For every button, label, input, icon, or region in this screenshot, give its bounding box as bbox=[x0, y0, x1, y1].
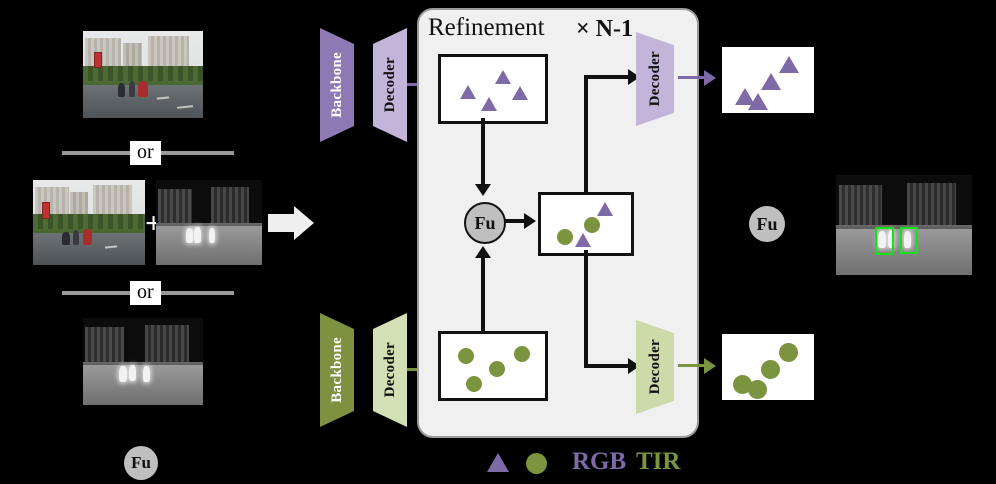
input-tir-image-bottom bbox=[83, 318, 203, 405]
fusion-node-output: Fu bbox=[749, 206, 785, 242]
tir-pedestrian bbox=[194, 226, 201, 243]
legend-triangle-icon bbox=[487, 453, 509, 472]
rgb-output-arrowhead bbox=[704, 70, 716, 86]
detection-bounding-box bbox=[875, 227, 895, 255]
refinement-tir-decoder[interactable]: Decoder bbox=[636, 320, 674, 414]
rgb-decoder[interactable]: Decoder bbox=[373, 28, 407, 142]
rgb-output-token bbox=[779, 56, 800, 74]
tir-output-arrow bbox=[678, 364, 706, 367]
refinement-tir-decoder-label: Decoder bbox=[646, 339, 663, 395]
tir-query-token bbox=[465, 376, 482, 393]
rgb-feature-box bbox=[438, 54, 548, 124]
refinement-rgb-decoder[interactable]: Decoder bbox=[636, 32, 674, 126]
fused-rgb-token bbox=[596, 201, 613, 216]
tir-backbone[interactable]: Backbone bbox=[320, 313, 354, 427]
input-rgb-image-pair bbox=[33, 180, 145, 265]
fusion-to-fused-arrowhead bbox=[524, 213, 536, 229]
fused-to-rgb-decoder-hline bbox=[584, 75, 632, 79]
tir-pedestrian bbox=[119, 365, 128, 382]
fused-to-tir-decoder-vline bbox=[584, 250, 588, 368]
tir-output-token bbox=[760, 360, 780, 380]
rgb-roadside-sign bbox=[41, 202, 50, 219]
tir-decoder-label: Decoder bbox=[381, 342, 398, 398]
rgb-query-token bbox=[495, 69, 512, 84]
tir-backbone-label: Backbone bbox=[328, 337, 345, 403]
tir-building-left bbox=[838, 185, 883, 229]
fusion-to-fused-line bbox=[504, 219, 526, 223]
rgb-tree-line bbox=[33, 214, 145, 233]
tir-feature-box bbox=[438, 331, 548, 401]
tir-output-box bbox=[722, 334, 814, 400]
tir-pedestrian bbox=[209, 227, 216, 243]
tir-output-token bbox=[733, 374, 753, 394]
tir-query-token bbox=[513, 345, 530, 362]
fused-to-rgb-decoder-vline bbox=[584, 75, 588, 193]
fusion-node-legend-left: Fu bbox=[124, 446, 158, 480]
rgb-pedestrian-umbrella bbox=[138, 80, 148, 98]
rgb-pedestrian bbox=[62, 231, 70, 246]
tir-query-token bbox=[457, 348, 474, 365]
rgb-roadside-sign bbox=[93, 51, 102, 68]
rgb-pedestrian bbox=[73, 230, 79, 246]
tir-building-left bbox=[85, 326, 124, 365]
separator-label: or bbox=[130, 281, 161, 305]
tir-pedestrian bbox=[185, 227, 194, 243]
input-tir-image-pair bbox=[156, 180, 262, 265]
tir-output-token bbox=[747, 380, 767, 400]
rgb-to-fusion-line bbox=[481, 118, 485, 184]
fused-rgb-token bbox=[575, 233, 592, 248]
tir-pedestrian bbox=[887, 230, 895, 248]
rgb-query-token bbox=[459, 85, 476, 100]
rgb-output-box bbox=[722, 47, 814, 113]
tir-output-token bbox=[779, 343, 799, 363]
fused-to-tir-decoder-hline bbox=[584, 364, 632, 368]
detection-result-image bbox=[836, 175, 972, 275]
tir-pedestrian bbox=[143, 365, 151, 382]
input-rgb-image-top bbox=[83, 31, 203, 118]
tir-building-right bbox=[906, 183, 956, 229]
legend-rgb-label: RGB bbox=[572, 448, 627, 475]
tir-pedestrian bbox=[878, 231, 887, 248]
rgb-pedestrian bbox=[117, 83, 125, 98]
pipeline-input-arrow bbox=[268, 214, 294, 232]
rgb-pedestrian bbox=[128, 81, 135, 98]
tir-output-arrowhead bbox=[704, 358, 716, 374]
tir-pedestrian bbox=[904, 231, 911, 248]
rgb-to-fusion-arrowhead bbox=[475, 184, 491, 196]
fused-tir-token bbox=[584, 217, 601, 234]
refinement-repeat-count: × N-1 bbox=[576, 16, 633, 42]
rgb-query-token bbox=[511, 86, 528, 101]
rgb-decoder-label: Decoder bbox=[381, 57, 398, 113]
tir-query-token bbox=[488, 360, 505, 377]
tir-building-right bbox=[145, 324, 189, 365]
tir-building-right bbox=[211, 186, 250, 226]
separator-label: or bbox=[130, 141, 161, 165]
rgb-output-arrow bbox=[678, 76, 706, 79]
tir-to-fusion-arrowhead bbox=[475, 246, 491, 258]
tir-pedestrian bbox=[128, 364, 136, 382]
rgb-output-token bbox=[760, 73, 781, 91]
rgb-query-token bbox=[480, 96, 497, 111]
rgb-output-token bbox=[747, 93, 768, 111]
tir-decoder[interactable]: Decoder bbox=[373, 313, 407, 427]
fused-tir-token bbox=[557, 228, 574, 245]
legend-tir-label: TIR bbox=[636, 448, 681, 475]
refinement-rgb-decoder-label: Decoder bbox=[646, 51, 663, 107]
detection-bounding-box bbox=[899, 227, 918, 254]
refinement-title: Refinement bbox=[428, 14, 545, 41]
rgb-pedestrian-umbrella bbox=[83, 229, 93, 246]
fusion-node[interactable]: Fu bbox=[464, 202, 506, 244]
tir-to-fusion-line bbox=[481, 258, 485, 331]
tir-building-left bbox=[158, 188, 193, 226]
legend-circle-icon bbox=[526, 453, 547, 474]
fused-feature-box bbox=[538, 192, 634, 256]
rgb-backbone-label: Backbone bbox=[328, 52, 345, 118]
rgb-tree-line bbox=[83, 65, 203, 85]
rgb-backbone[interactable]: Backbone bbox=[320, 28, 354, 142]
